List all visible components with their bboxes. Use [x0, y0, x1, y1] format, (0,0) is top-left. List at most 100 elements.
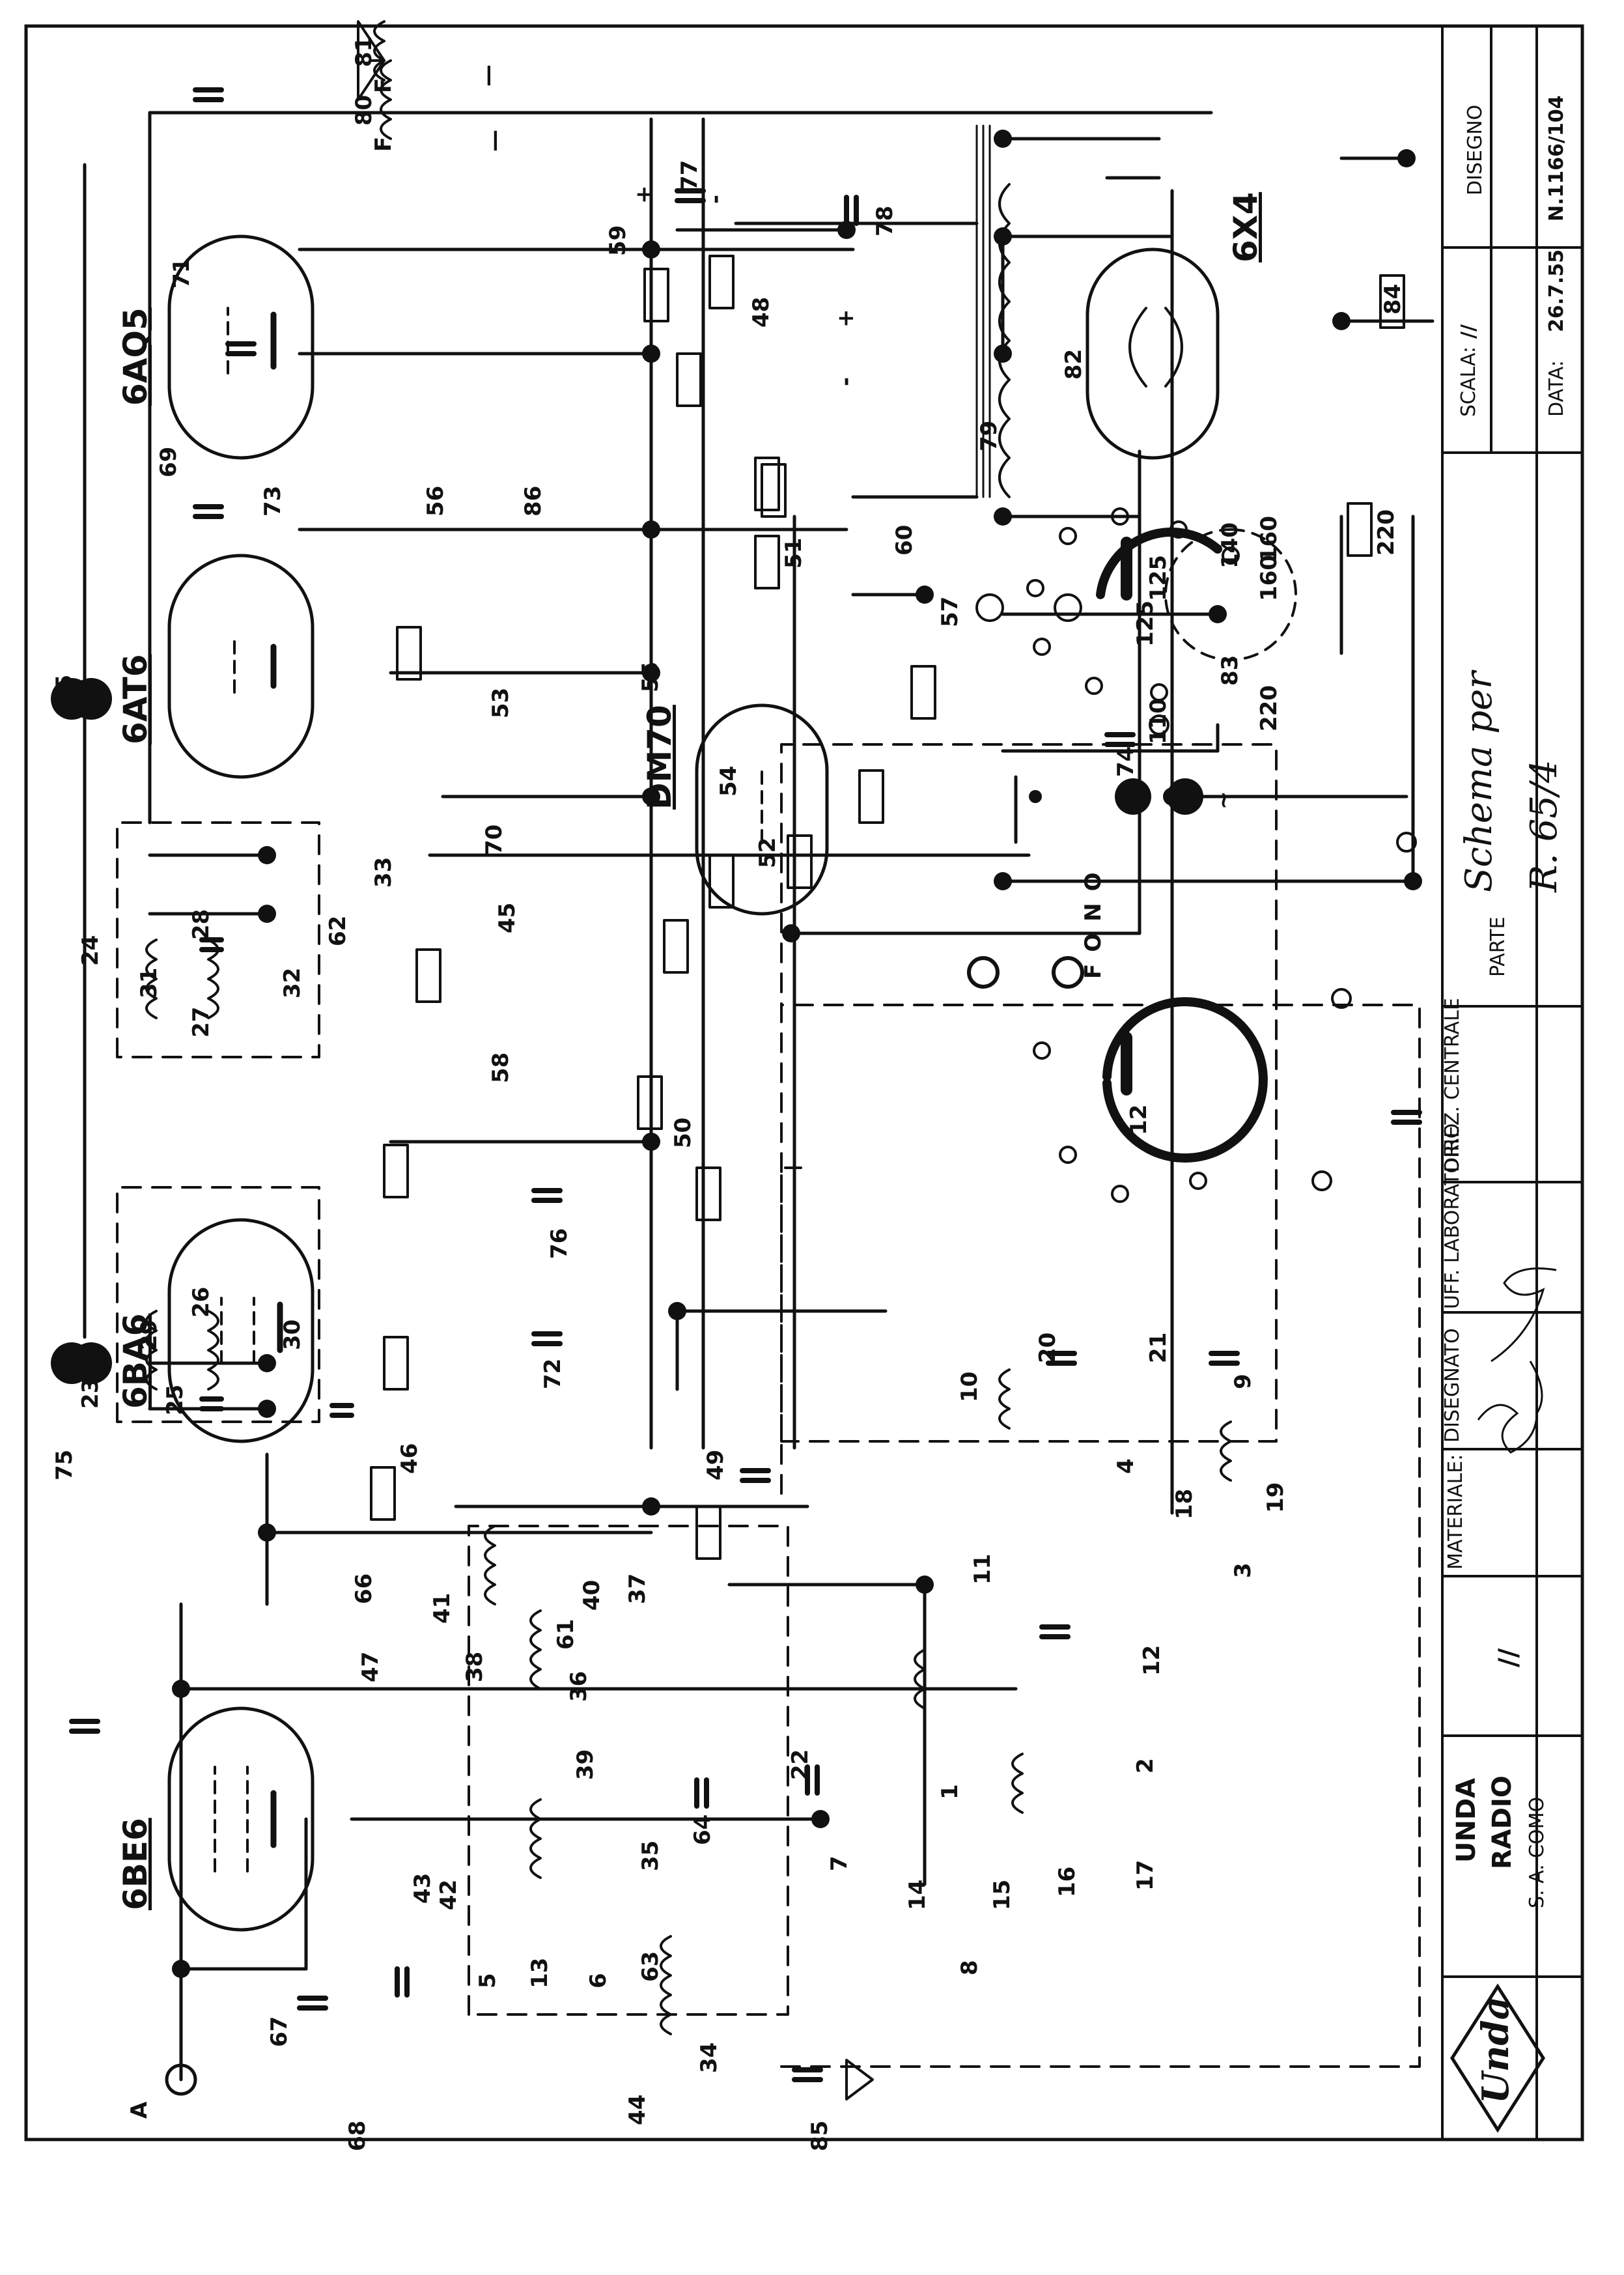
component-label: 29: [136, 1320, 162, 1350]
disegno-value: N.1166/104: [1545, 95, 1568, 221]
transformer-core: [975, 124, 991, 498]
component-label: 13: [527, 1958, 553, 1988]
shield-outlines: [116, 743, 1421, 2068]
tube-label-6be6: 6BE6: [117, 1818, 154, 1910]
component-label: 56: [423, 486, 449, 516]
component-label: 54: [716, 766, 742, 797]
component-label: 79: [976, 421, 1002, 451]
component-label: 16: [1054, 1867, 1080, 1897]
component-label: 77: [677, 160, 703, 191]
parte-label: PARTE: [1487, 916, 1509, 977]
component-label: 32: [279, 968, 305, 998]
tube-label-dm70: DM70: [641, 705, 679, 810]
component-label: 19: [1263, 1482, 1289, 1513]
junction-dots: [172, 130, 1422, 1978]
component-label: 70: [481, 825, 507, 855]
company-line2: RADIO: [1487, 1775, 1517, 1869]
c77-minus: -: [703, 195, 729, 204]
company-line1: UNDA: [1451, 1778, 1481, 1863]
component-label: 24: [77, 935, 104, 966]
coils: [145, 20, 1232, 2035]
component-label: 220: [1373, 509, 1399, 556]
component-label: 11: [970, 1554, 996, 1585]
component-label: 4: [1113, 1458, 1139, 1474]
wiring: [83, 111, 1435, 2082]
tube-envelopes: [167, 234, 1220, 1932]
component-label: 14: [904, 1880, 931, 1910]
disegno-label: DISEGNO: [1464, 105, 1487, 195]
component-label: 30: [279, 1320, 305, 1350]
component-label: 34: [696, 2042, 722, 2073]
disegnato-label: DISEGNATO: [1441, 1328, 1464, 1443]
component-label: 5: [475, 1973, 501, 1988]
uff-lab-label: UFF. LABORATORIO: [1441, 1123, 1464, 1309]
component-label: 35: [637, 1841, 664, 1871]
circuit: 6BE6 6BA6 6AT6 6AQ5 DM70 6X4 A FONO ~ F …: [51, 20, 1435, 2151]
c77-plus: +: [631, 186, 657, 205]
component-label: 84: [1380, 284, 1406, 315]
minus-label-upper: —: [475, 64, 501, 87]
component-label: 2: [1132, 1758, 1158, 1773]
component-label: 48: [748, 297, 774, 328]
component-label: 6: [585, 1973, 611, 1988]
component-label: 61: [553, 1619, 579, 1650]
component-label: 81: [351, 36, 377, 67]
direz-label: DIREZ. CENTRALE: [1441, 998, 1464, 1172]
component-label: 110: [1145, 698, 1171, 744]
tube-6x4-envelope: [1085, 247, 1220, 460]
component-label: 20: [1035, 1333, 1061, 1363]
component-label: 49: [703, 1450, 729, 1480]
signatures: [1477, 1267, 1557, 1454]
component-label: 220: [1256, 685, 1282, 731]
fono-label: FONO: [1080, 861, 1106, 980]
f-label-upper: F: [371, 78, 397, 93]
component-label: 40: [579, 1580, 605, 1611]
minus-label-lower: —: [481, 130, 507, 152]
parte-value-2: R. 65/4: [1523, 759, 1565, 893]
component-label: 80: [351, 95, 377, 126]
component-label: 52: [755, 838, 781, 868]
component-label: 160: [1256, 555, 1282, 601]
component-label: 39: [572, 1749, 598, 1780]
component-label: 57: [937, 597, 963, 627]
tube-6ba6-envelope: [167, 1218, 315, 1443]
component-label: 76: [546, 1228, 572, 1259]
data-value: 26.7.55: [1545, 249, 1568, 332]
component-label: 42: [436, 1880, 462, 1910]
component-label: 22: [787, 1749, 813, 1780]
tube-label-6x4: 6X4: [1227, 192, 1265, 262]
component-label: 66: [351, 1574, 377, 1604]
component-label: 65: [51, 675, 77, 705]
component-label: 37: [624, 1574, 651, 1604]
component-label: 1: [937, 1784, 963, 1800]
component-label: 10: [957, 1372, 983, 1402]
antenna-terminal: [165, 2063, 197, 2096]
f-label-lower: F: [371, 137, 397, 152]
component-label: 47: [357, 1652, 384, 1682]
mains-symbol: ~: [1211, 791, 1237, 810]
component-label: 67: [266, 2016, 292, 2047]
component-label: 74: [1113, 746, 1139, 777]
misc-labels: A FONO ~ F F — — + - + -: [126, 64, 1237, 2119]
materiale-label: MATERIALE:: [1444, 1454, 1467, 1570]
component-label: 18: [1171, 1489, 1197, 1519]
component-label: 59: [605, 225, 631, 256]
sheet-border: [24, 24, 1584, 2141]
component-label: 69: [156, 447, 182, 477]
component-label: 27: [188, 1007, 214, 1038]
component-label: 28: [188, 909, 214, 940]
c78-plus: +: [833, 309, 859, 328]
component-label: 7: [826, 1856, 852, 1871]
component-label: 21: [1145, 1333, 1171, 1363]
component-label: 72: [540, 1359, 566, 1389]
unda-logo: Unda: [1450, 1983, 1545, 2133]
switch-contacts: [975, 507, 1417, 1203]
tube-labels: 6BE6 6BA6 6AT6 6AQ5 DM70 6X4: [117, 192, 1265, 1910]
component-label: 8: [957, 1960, 983, 1975]
c78-minus: -: [833, 377, 859, 386]
component-label: 3: [1230, 1562, 1256, 1578]
component-label: 12: [1126, 1105, 1152, 1135]
component-label: 86: [520, 486, 546, 516]
capacitors: [69, 87, 1422, 2082]
component-label: 160: [1256, 516, 1282, 562]
